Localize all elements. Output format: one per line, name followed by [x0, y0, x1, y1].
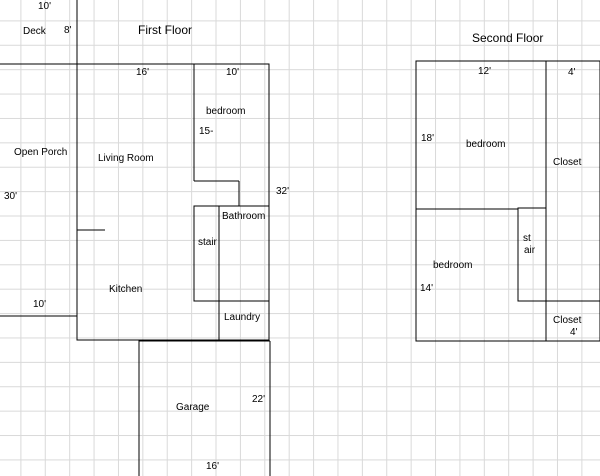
- first-floor-title: First Floor: [138, 23, 192, 37]
- porch-width-label: 10': [33, 299, 47, 310]
- kitchen-label: Kitchen: [109, 284, 143, 295]
- deck-width-label: 10': [38, 1, 52, 12]
- bedroom-width-label: 10': [226, 67, 240, 78]
- deck-label: Deck: [23, 26, 46, 37]
- laundry-label: Laundry: [224, 312, 261, 323]
- bedroom-top-width-label: 12': [478, 66, 492, 77]
- porch-length-label: 30': [4, 191, 18, 202]
- bedroom-top-depth-label: 18': [421, 133, 435, 144]
- second-stair-box: [517, 207, 547, 302]
- bedroom-top-label: bedroom: [466, 139, 506, 150]
- bedroom-bottom-depth-label: 14': [420, 283, 434, 294]
- second-stair-label-1: st: [523, 233, 531, 244]
- garage-width-label: 16': [206, 461, 220, 472]
- deck-depth-label: 8': [64, 25, 72, 36]
- living-room-label: Living Room: [98, 153, 154, 164]
- stair-box: [193, 205, 220, 302]
- second-floor-outline: [415, 60, 600, 342]
- bedroom-label: bedroom: [206, 106, 246, 117]
- closet-top-label: Closet: [553, 157, 582, 168]
- first-floor-outline: [76, 63, 270, 341]
- closet-bottom-label: Closet: [553, 315, 582, 326]
- main-width-label: 16': [136, 67, 150, 78]
- bathroom-label: Bathroom: [222, 211, 266, 222]
- stair-label: stair: [198, 237, 217, 248]
- open-porch-label: Open Porch: [14, 147, 68, 158]
- bedroom-bottom-label: bedroom: [433, 260, 473, 271]
- closet-top-width-label: 4': [568, 67, 576, 78]
- second-floor-title: Second Floor: [472, 31, 544, 45]
- closet-bottom-width-label: 4': [570, 327, 578, 338]
- overall-length-label: 32': [276, 186, 290, 197]
- bedroom-depth-label: 15-: [199, 126, 214, 137]
- second-stair-label-2: air: [524, 245, 536, 256]
- garage-depth-label: 22': [252, 394, 266, 405]
- garage-label: Garage: [176, 402, 210, 413]
